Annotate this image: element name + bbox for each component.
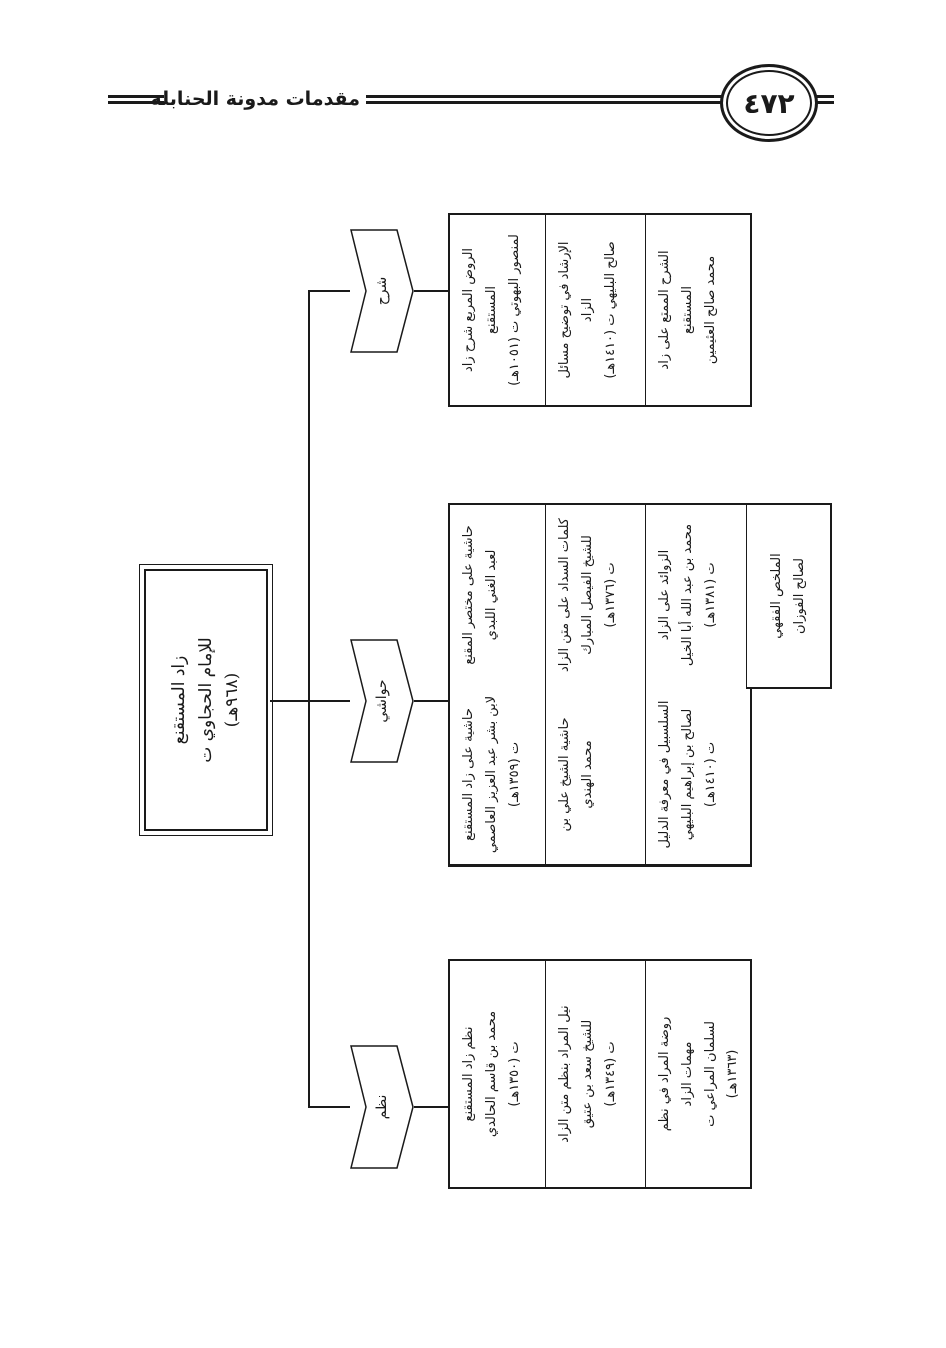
list-item: السلسبيل في معرفة الدليل لصالح بن إبراهي…: [645, 685, 750, 865]
item-title: روضة المراد في نظم: [657, 1016, 672, 1132]
connector-sharh-down: [308, 290, 350, 292]
header-rule-middle-2: [366, 101, 722, 104]
page-number: ٤٧٢: [743, 86, 795, 120]
nazm-table: نظم زاد المستقنع محمد بن قاسم الحالدي ت …: [448, 959, 753, 1189]
hawashi-table: حاشية على زاد المستقنع لابن بشر عبد العز…: [448, 503, 752, 867]
connector-nazm-down: [308, 1106, 350, 1108]
item-subtitle: المستقنع: [679, 285, 695, 335]
item-author: للشيخ الفيصل المبارك: [579, 535, 595, 655]
item-title: الإرشاد في توضيح مسائل: [557, 241, 572, 379]
header-rule-left-2: [108, 101, 164, 104]
root-title: زاد المستقنع: [169, 655, 190, 745]
root-author: للإمام الحجاوي ت: [195, 637, 216, 763]
chevron-shape-icon: [350, 1045, 414, 1169]
page-title: مقدمات مدونة الحنابلة: [150, 88, 360, 110]
item-author: محمد بن عبد الله أبا الخيل: [679, 523, 695, 667]
list-item: الملخص الفقهي لصالح الفوزان: [747, 505, 830, 687]
item-title: نظم زاد المستقنع: [461, 1026, 476, 1122]
item-title: الزوائد على الزاد: [657, 549, 672, 641]
branch-sharh-chevron: شرح: [350, 229, 414, 353]
branch-hawashi-label: حواشي: [374, 679, 390, 723]
connector-horizontal: [308, 291, 310, 1108]
list-item: الشرح الممتع على زاد المستقنع محمد صالح …: [645, 215, 750, 405]
list-item: الروض المربع شرح زاد المستقنع لمنصور الب…: [450, 215, 545, 405]
item-date: ت (١٣٥٩هـ): [506, 741, 522, 808]
list-item: كلمات السداد على متن الزاد للشيخ الفيصل …: [545, 505, 645, 685]
header-rule-middle: [366, 95, 722, 98]
sharh-table: الروض المربع شرح زاد المستقنع لمنصور الب…: [448, 213, 752, 407]
list-item: حاشية على زاد المستقنع لابن بشر عبد العز…: [450, 685, 545, 865]
item-date: ت (١٤١٠هـ): [702, 741, 718, 808]
list-item: نيل المراد بنظم متن الزاد للشيخ سعد بن ع…: [545, 961, 645, 1187]
connector-root-down: [270, 700, 308, 702]
connector-sharh-table: [414, 290, 448, 292]
item-date: ت (١٣٤٩هـ): [602, 1041, 618, 1107]
item-author: لصالح الفوزان: [791, 558, 807, 634]
classification-diagram: زاد المستقنع للإمام الحجاوي ت (٩٦٨هـ) نظ…: [140, 208, 832, 1198]
item-title: حاشية الشيخ علي بن: [557, 717, 572, 832]
item-author: لمنصور البهوتي ت (١٠٥١هـ): [506, 234, 522, 386]
header-rule-right: [812, 95, 834, 98]
item-author: لسلمان المراعي ت: [702, 1021, 718, 1127]
branch-hawashi-chevron: حواشي: [350, 639, 414, 763]
connector-hawashi-down: [308, 700, 350, 702]
header-rule-right-2: [812, 101, 834, 104]
hawashi-table-extension: الملخص الفقهي لصالح الفوزان: [746, 503, 832, 689]
item-title: حاشية على مختصر المقنع: [461, 525, 476, 665]
item-author: محمد بن قاسم الحالدي: [483, 1010, 499, 1138]
root-date: (٩٦٨هـ): [222, 672, 243, 728]
item-date: (١٣٦٣هـ): [725, 1049, 741, 1099]
page-number-badge: ٤٧٢: [720, 64, 818, 142]
list-item: الزوائد على الزاد محمد بن عبد الله أبا ا…: [645, 505, 750, 685]
item-title: نيل المراد بنظم متن الزاد: [557, 1005, 572, 1143]
item-author: صالح البليهي ت (١٤١٠هـ): [602, 241, 618, 379]
item-title: كلمات السداد على متن الزاد: [557, 518, 572, 672]
item-subtitle: مهمات الزاد: [679, 1041, 695, 1107]
item-title: الروض المربع شرح زاد: [461, 247, 476, 373]
list-item: حاشية الشيخ علي بن محمد الهندي: [545, 685, 645, 865]
list-item: روضة المراد في نظم مهمات الزاد لسلمان ال…: [645, 961, 753, 1187]
item-title: الملخص الفقهي: [768, 553, 784, 639]
list-item: نظم زاد المستقنع محمد بن قاسم الحالدي ت …: [450, 961, 545, 1187]
branch-sharh-label: شرح: [374, 276, 390, 306]
branch-nazm-label: نظم: [374, 1094, 390, 1120]
connector-nazm-table: [414, 1106, 448, 1108]
item-author: لابن بشر عبد العزيز العاصمي: [483, 695, 499, 854]
list-item: حاشية على مختصر المقنع لعبد الغني اللبدي: [450, 505, 545, 685]
root-node: زاد المستقنع للإمام الحجاوي ت (٩٦٨هـ): [141, 558, 271, 842]
item-subtitle: المستقنع: [483, 285, 499, 335]
item-author: محمد الهندي: [579, 740, 595, 809]
item-author: للشيخ سعد بن عتيق: [579, 1019, 595, 1129]
item-author: لصالح بن إبراهيم البليهي: [679, 708, 695, 841]
item-subtitle: الزاد: [579, 297, 595, 323]
item-date: ت (١٣٧٦هـ): [602, 562, 618, 628]
connector-hawashi-table: [414, 700, 448, 702]
header-rule-left: [108, 95, 164, 98]
item-date: ت (١٣٨١هـ): [702, 562, 718, 628]
list-item: الإرشاد في توضيح مسائل الزاد صالح البليه…: [545, 215, 645, 405]
item-author: محمد صالح العثيمين: [702, 255, 718, 365]
chevron-shape-icon: [350, 639, 414, 763]
chevron-shape-icon: [350, 229, 414, 353]
branch-nazm-chevron: نظم: [350, 1045, 414, 1169]
item-title: حاشية على زاد المستقنع: [461, 708, 476, 841]
item-author: لعبد الغني اللبدي: [483, 549, 499, 641]
item-date: ت (١٣٥٠هـ): [506, 1041, 522, 1107]
item-title: السلسبيل في معرفة الدليل: [657, 700, 672, 849]
item-title: الشرح الممتع على زاد: [657, 250, 672, 370]
